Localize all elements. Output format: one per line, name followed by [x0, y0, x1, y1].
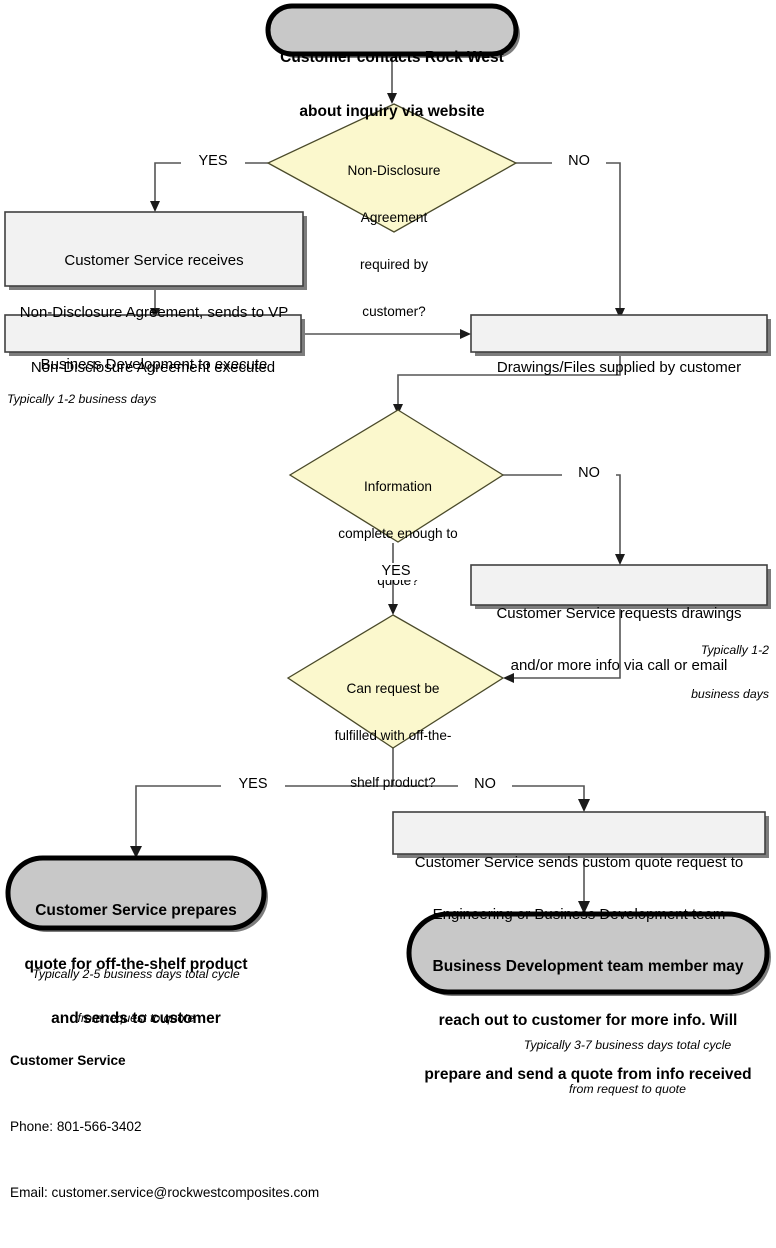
- cs-prepares-shape: [5, 855, 267, 931]
- node-process-custom-quote: [392, 811, 769, 858]
- node-decision-nda: [266, 103, 518, 233]
- branch-label-shelf-no: NO: [458, 776, 512, 793]
- arrowhead-nda-executed: [150, 308, 160, 319]
- node-decision-shelf: [286, 614, 505, 749]
- start-label: Customer contacts Rock West about inquir…: [280, 48, 504, 120]
- custom-quote-label: Customer Service sends custom quote requ…: [414, 853, 744, 923]
- decision-info-shape: [288, 409, 505, 543]
- branch-label-info-yes: YES: [364, 563, 428, 580]
- decision-nda-label: Non-Disclosure Agreement required by cus…: [347, 162, 441, 320]
- flowchart-vector-layer: [4, 3, 771, 996]
- branch-label-info-no: NO: [562, 465, 616, 482]
- link-requests-back-to-shelf: [510, 608, 621, 679]
- footer-contact: Customer Service Phone: 801-566-3402 Ema…: [10, 1006, 430, 1248]
- branch-label-nda-no: NO: [552, 153, 606, 170]
- link-nda-no: [516, 162, 621, 312]
- link-drawings-to-info: [397, 356, 621, 408]
- cs-prepares-label: Customer Service prepares quote for off-…: [24, 901, 248, 1027]
- footer-heading: Customer Service: [10, 1053, 126, 1069]
- node-start: [265, 3, 520, 58]
- start-shape: [265, 3, 519, 57]
- drawings-label: Drawings/Files supplied by customer: [496, 358, 742, 376]
- cs-receives-shape: [4, 211, 304, 287]
- arrowhead-cs-requests: [615, 554, 625, 565]
- note-shelf-quote-timing: Typically 2-5 business days total cycle …: [32, 966, 240, 1025]
- arrowhead-cs-receives: [150, 201, 160, 212]
- node-process-cs-requests: [470, 564, 771, 609]
- nda-executed-shape: [4, 314, 302, 353]
- node-terminator-bizdev: [406, 911, 771, 996]
- arrowhead-shelf-top: [388, 604, 398, 615]
- note-custom-quote-timing: Typically 3-7 business days total cycle …: [523, 1037, 732, 1096]
- arrowhead-nda-top: [387, 93, 397, 104]
- link-shelf-no: [393, 785, 585, 803]
- footer-phone: Phone: 801-566-3402: [10, 1119, 142, 1135]
- node-process-cs-receives: [4, 211, 307, 290]
- nda-executed-label: Non-Disclosure Agreement executed: [30, 358, 276, 376]
- node-process-nda-executed: [4, 314, 305, 356]
- link-shelf-yes: [135, 785, 393, 850]
- node-terminator-cs-prepares: [5, 855, 268, 932]
- bizdev-shape: [406, 911, 770, 995]
- flowchart-canvas: Customer contacts Rock West about inquir…: [4, 3, 771, 1200]
- note-nda-timing: Typically 1-2 business days: [7, 391, 157, 406]
- cs-requests-shape: [470, 564, 768, 606]
- note-request-timing: Typically 1-2 business days: [691, 642, 769, 701]
- node-decision-info: [288, 409, 505, 543]
- node-process-drawings: [470, 314, 771, 356]
- arrowhead-bizdev: [578, 901, 590, 914]
- custom-quote-shape: [392, 811, 766, 855]
- footer-email: Email: customer.service@rockwestcomposit…: [10, 1185, 320, 1201]
- drawings-shape: [470, 314, 768, 353]
- decision-shelf-label: Can request be fulfilled with off-the- s…: [334, 680, 452, 791]
- decision-shelf-shape: [286, 614, 505, 749]
- cs-requests-label: Customer Service requests drawings and/o…: [496, 604, 742, 674]
- arrowhead-custom-quote: [578, 799, 590, 812]
- branch-label-nda-yes: YES: [181, 153, 245, 170]
- cs-receives-label: Customer Service receives Non-Disclosure…: [19, 251, 289, 374]
- arrowhead-shelf-right: [503, 673, 514, 683]
- link-info-no: [503, 474, 621, 558]
- arrowhead-drawings-top: [615, 308, 625, 319]
- arrowhead-cs-prepares: [130, 846, 142, 858]
- decision-nda-shape: [266, 103, 518, 233]
- arrowhead-drawings-left: [460, 329, 471, 339]
- branch-label-shelf-yes: YES: [221, 776, 285, 793]
